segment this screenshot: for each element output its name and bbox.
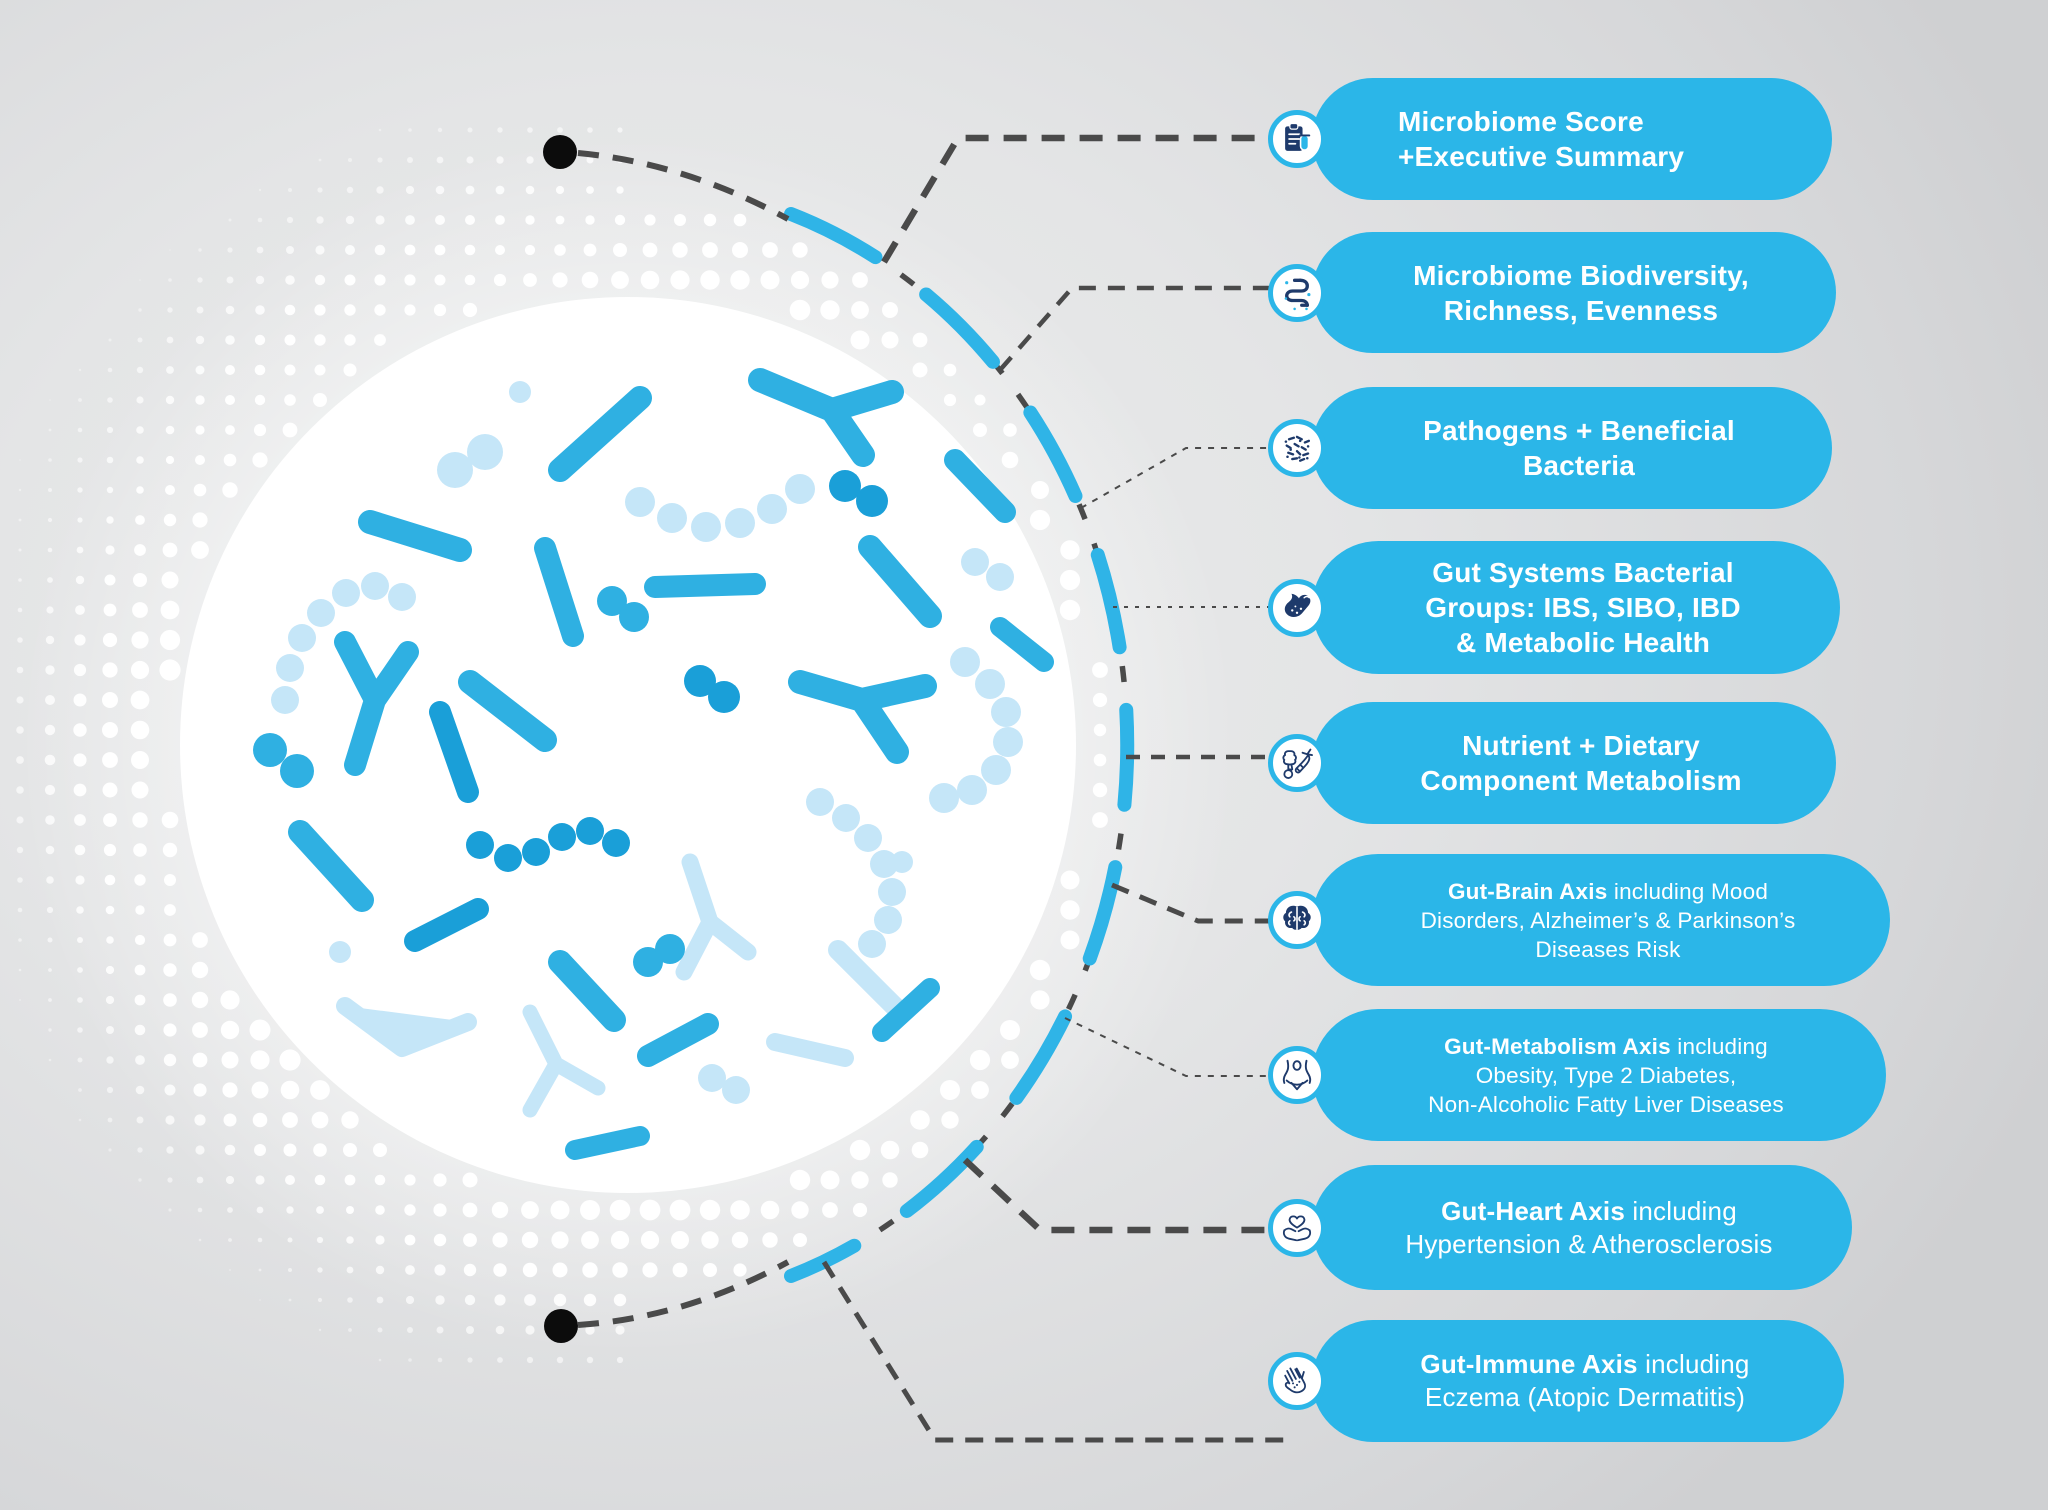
connector-7: [1064, 1017, 1272, 1077]
pill-label-segment: Non-Alcoholic Fatty Liver Diseases: [1428, 1091, 1784, 1117]
pill-label-segment: Richness, Evenness: [1443, 294, 1719, 326]
pill-label-line: Diseases Risk: [1360, 935, 1856, 964]
pill-label-segment: Eczema (Atopic Dermatitis): [1424, 1382, 1746, 1412]
pill-label-line: +Executive Summary: [1398, 139, 1798, 174]
pill-label-segment: including Mood: [1607, 878, 1769, 904]
pill-label-line: Groups: IBS, SIBO, IBD: [1360, 590, 1806, 625]
arc-endpoint-dot-top: [543, 135, 577, 169]
pill-label-line: Eczema (Atopic Dermatitis): [1360, 1381, 1810, 1414]
pill-label-line: Gut-Metabolism Axis including: [1360, 1032, 1852, 1061]
connector-6: [1111, 882, 1272, 924]
arc-tail-top: [577, 150, 790, 222]
connector-3: [1080, 447, 1272, 509]
clipboard-test-tube-icon: [1268, 110, 1326, 168]
pill-label-segment: & Metabolic Health: [1455, 627, 1711, 658]
report-section-pill-1: Microbiome Score +Executive Summary: [1268, 78, 1832, 200]
pill-label-segment: Disorders, Alzheimer’s & Parkinson’s: [1420, 907, 1796, 933]
pill-label-segment: Diseases Risk: [1535, 936, 1681, 962]
halftone-dot-halo: [16, 127, 1108, 1364]
pill-label-segment: including: [1625, 1195, 1737, 1226]
pill-label-segment: Microbiome Biodiversity,: [1413, 259, 1749, 291]
pill-label-line: Non-Alcoholic Fatty Liver Diseases: [1360, 1090, 1852, 1119]
pill-label-segment: Gut-Metabolism Axis: [1444, 1033, 1671, 1059]
bacteria-icon: [1268, 419, 1326, 477]
pill-label-line: Pathogens + Beneficial: [1360, 413, 1798, 448]
intestine-icon: [1268, 263, 1326, 322]
pill-label-line: Gut-Immune Axis including: [1360, 1348, 1810, 1381]
pill-label-segment: Gut-Heart Axis: [1441, 1195, 1625, 1226]
pill-label-segment: Gut-Brain Axis: [1447, 878, 1608, 904]
pill-label-line: Gut-Heart Axis including: [1360, 1195, 1818, 1228]
pill-label-segment: including: [1670, 1033, 1768, 1059]
pill-label-segment: Bacteria: [1522, 450, 1636, 481]
pill-label-line: Disorders, Alzheimer’s & Parkinson’s: [1360, 906, 1856, 935]
pill-label-line: Bacteria: [1360, 448, 1798, 483]
pill-label-segment: Pathogens + Beneficial: [1423, 415, 1735, 446]
connector-2: [998, 285, 1272, 372]
pill-label-line: Microbiome Biodiversity,: [1360, 258, 1802, 293]
pill-label-line: Hypertension & Atherosclerosis: [1360, 1228, 1818, 1261]
pill-label-segment: Microbiome Score: [1398, 106, 1644, 137]
pill-label-line: & Metabolic Health: [1360, 625, 1806, 660]
pill-label-line: Nutrient + Dietary: [1360, 728, 1802, 763]
arc-endpoint-dot-bottom: [544, 1309, 578, 1343]
pill-label-line: Gut Systems Bacterial: [1360, 555, 1806, 590]
pill-label-segment: Gut Systems Bacterial: [1432, 557, 1734, 588]
hand-eczema-icon: [1268, 1352, 1326, 1410]
arc-tail-bottom: [577, 1259, 790, 1328]
bacteria-illustration: [253, 368, 1054, 1160]
pill-label-line: Gut-Brain Axis including Mood: [1360, 877, 1856, 906]
pill-label-segment: Gut-Immune Axis: [1420, 1349, 1638, 1379]
hands-heart-icon: [1268, 1198, 1326, 1257]
pill-label-line: Obesity, Type 2 Diabetes,: [1360, 1061, 1852, 1090]
pill-label: Microbiome Biodiversity,Richness, Evenne…: [1312, 258, 1836, 328]
vegetables-icon: [1268, 734, 1326, 792]
stomach-icon: [1268, 578, 1326, 637]
connector-lines: [821, 134, 1295, 1443]
pill-label-line: Component Metabolism: [1360, 763, 1802, 798]
pill-label-segment: Groups: IBS, SIBO, IBD: [1425, 592, 1741, 623]
pill-label-line: Microbiome Score: [1398, 104, 1798, 139]
pill-label-segment: including: [1637, 1349, 1750, 1379]
pill-label-segment: Component Metabolism: [1420, 765, 1742, 796]
timeline-arc: [543, 135, 1135, 1343]
pill-label-segment: Obesity, Type 2 Diabetes,: [1475, 1062, 1737, 1088]
pill-label-line: Richness, Evenness: [1360, 293, 1802, 328]
pill-label: Microbiome Score +Executive Summary: [1312, 104, 1832, 174]
connector-1: [881, 134, 1272, 264]
body-waist-icon: [1268, 1046, 1326, 1104]
pill-label-segment: Nutrient + Dietary: [1462, 730, 1700, 761]
report-section-pill-2: Microbiome Biodiversity,Richness, Evenne…: [1268, 232, 1836, 353]
brain-icon: [1268, 891, 1326, 949]
pill-label-segment: Hypertension & Atherosclerosis: [1405, 1228, 1773, 1259]
pill-label-segment: +Executive Summary: [1398, 141, 1685, 172]
connector-9: [821, 1260, 1295, 1443]
